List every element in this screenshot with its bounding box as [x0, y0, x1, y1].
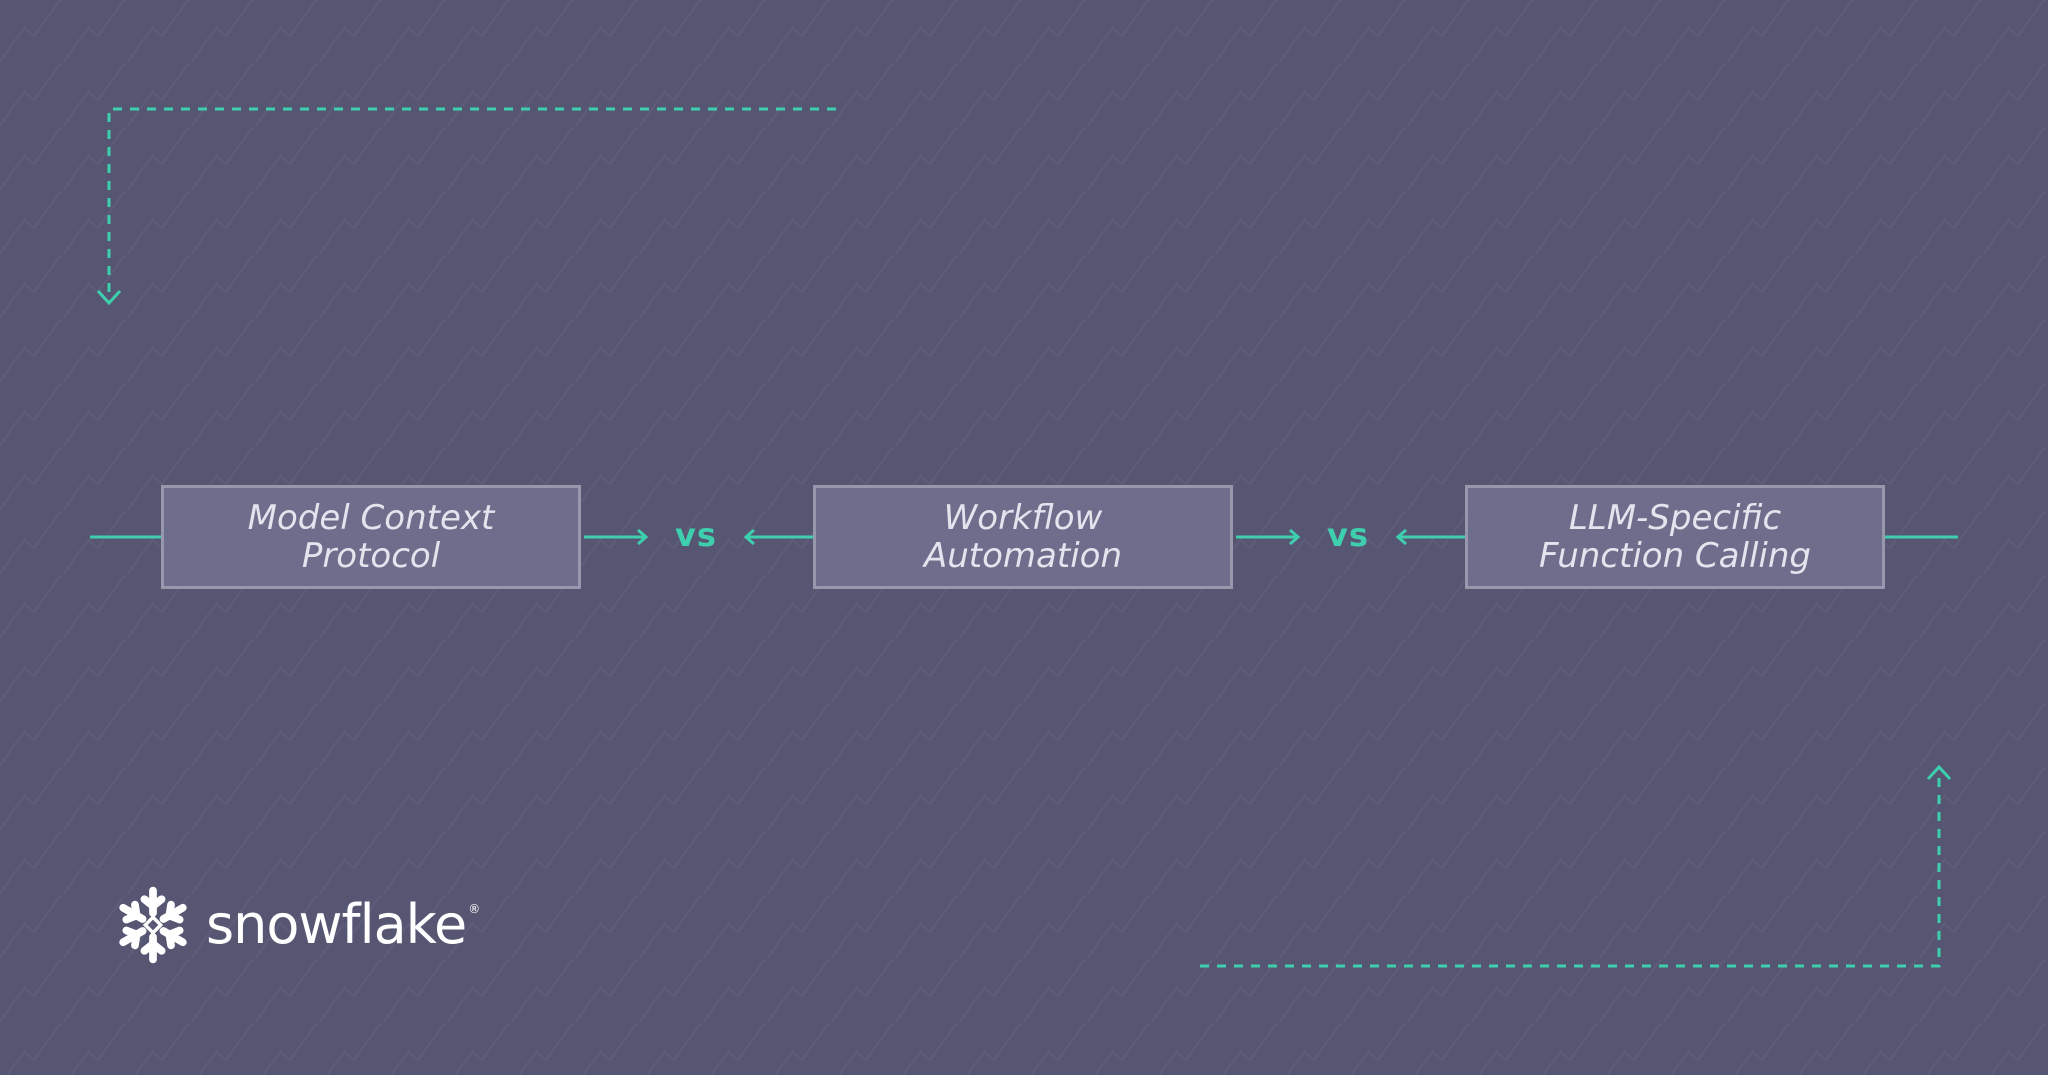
snowflake-logo: snowflake ®: [110, 882, 480, 968]
arrowhead-down-icon: [96, 289, 122, 306]
node-label-line1: Workflow: [943, 498, 1103, 538]
node-label-line2: Function Calling: [1539, 536, 1811, 576]
node-label-line2: Automation: [923, 536, 1123, 576]
node-model-context-protocol: Model Context Protocol: [161, 485, 581, 589]
arrow-right-icon: [637, 528, 649, 546]
arrowhead-up-icon: [1926, 764, 1952, 781]
dashed-bracket-bottom-right: [1200, 772, 1941, 968]
vs-label: vs: [675, 516, 717, 554]
node-label-line1: LLM-Specific: [1568, 498, 1782, 538]
node-label-line2: Protocol: [301, 536, 441, 576]
brand-wordmark: snowflake: [206, 893, 467, 956]
vs-label: vs: [1327, 516, 1369, 554]
arrow-left-icon: [743, 528, 755, 546]
snowflake-icon: [110, 886, 196, 968]
arrow-left-icon: [1395, 528, 1407, 546]
node-label-line1: Model Context: [247, 498, 495, 538]
node-llm-specific-function-calling: LLM-Specific Function Calling: [1465, 485, 1885, 589]
dashed-bracket-top-left: [107, 107, 836, 298]
registered-mark: ®: [468, 902, 481, 916]
node-workflow-automation: Workflow Automation: [813, 485, 1233, 589]
arrow-right-icon: [1289, 528, 1301, 546]
